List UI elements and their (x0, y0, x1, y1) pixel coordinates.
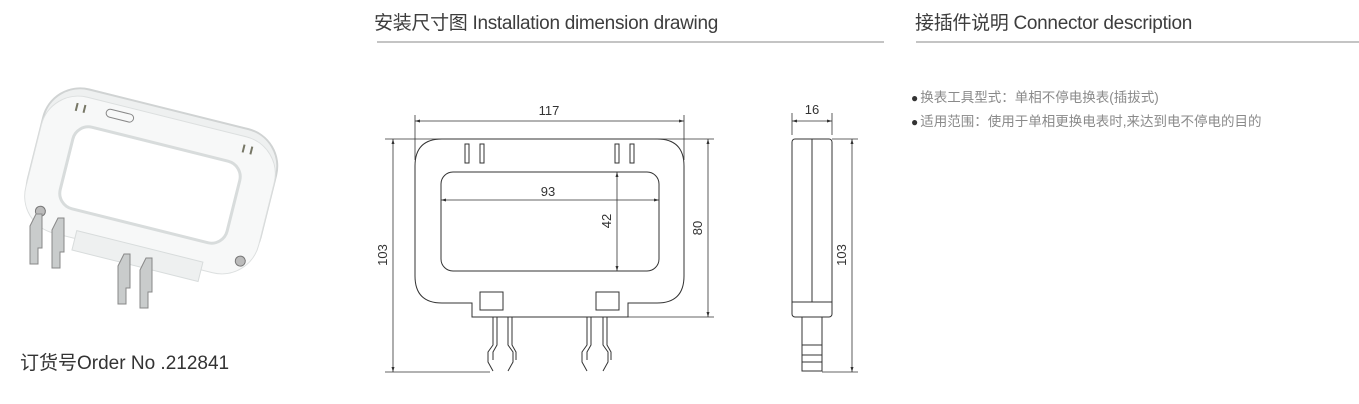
order-number: 订货号Order No .212841 (20, 353, 230, 374)
bullet-icon: ● (911, 115, 919, 129)
drawing-section-divider (377, 41, 884, 43)
dim-thickness: 16 (805, 102, 819, 117)
drawing-section-title: 安装尺寸图 Installation dimension drawing (374, 13, 719, 34)
dim-overall-width: 117 (539, 103, 560, 118)
screw-icon (234, 255, 246, 267)
side-view-drawing: 16 103 (791, 102, 858, 373)
dim-side-height: 103 (834, 244, 849, 266)
dim-overall-height: 103 (375, 244, 390, 266)
connector-item-text: 换表工具型式：单相不停电换表(插拔式) (920, 90, 1159, 105)
front-view-drawing: 117 93 42 80 103 (375, 103, 714, 373)
dim-body-height: 80 (690, 221, 705, 235)
connector-section-title: 接插件说明 Connector description (915, 13, 1193, 34)
bullet-icon: ● (911, 91, 919, 105)
connector-pins (487, 317, 612, 372)
connector-section-divider (916, 41, 1359, 43)
connector-item-text: 适用范围：使用于单相更换电表时,来达到电不停电的目的 (920, 114, 1262, 129)
product-photo (24, 87, 279, 309)
dim-window-height: 42 (599, 214, 614, 228)
dim-window-width: 93 (541, 184, 555, 199)
product-logo (105, 108, 135, 123)
connector-item: ●换表工具型式：单相不停电换表(插拔式) (911, 86, 1159, 106)
connector-item: ●适用范围：使用于单相更换电表时,来达到电不停电的目的 (911, 110, 1262, 130)
